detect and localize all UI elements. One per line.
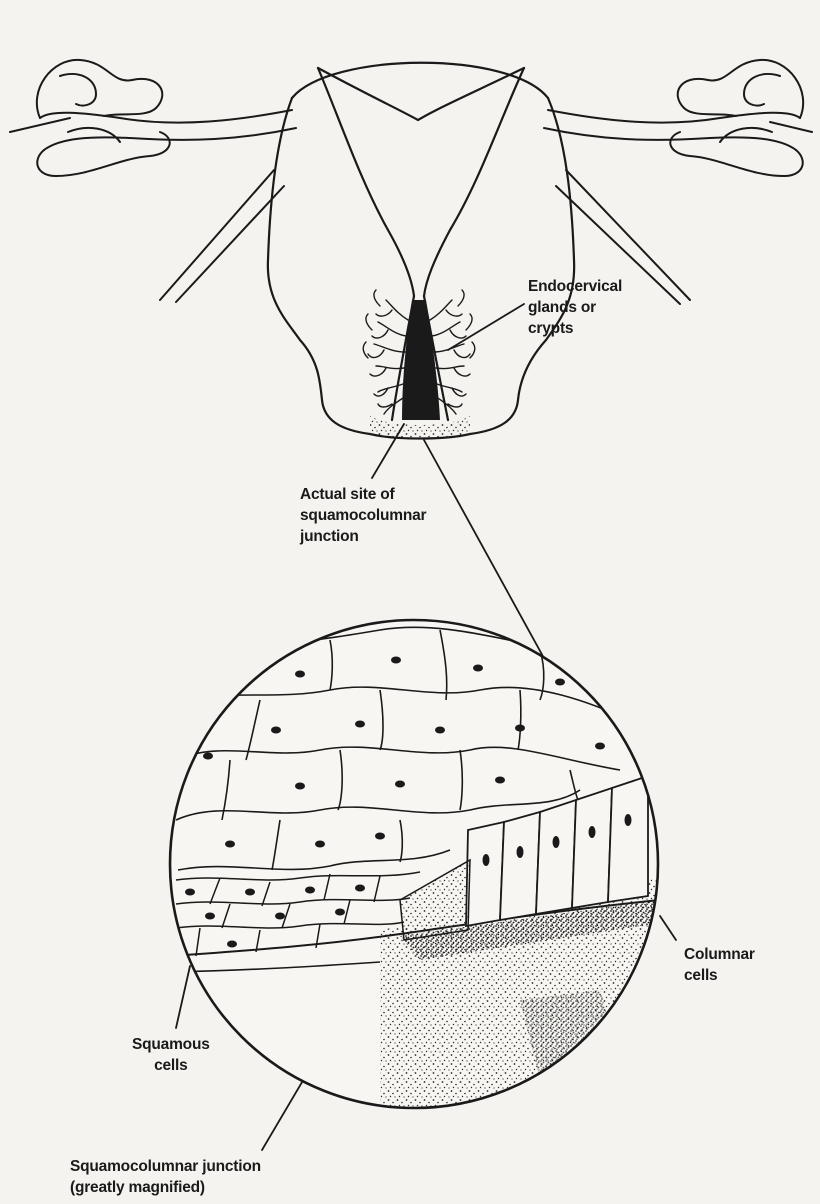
squamous-label-line-1: Squamous [132,1034,210,1055]
squamous-cells-label: Squamous cells [132,1034,210,1076]
endocervical-label-line-2: glands or [528,297,622,318]
columnar-leader [660,916,676,940]
columnar-label-line-2: cells [684,965,755,986]
magnified-view [170,620,700,1120]
squamocolumnar-junction-label: Squamocolumnar junction (greatly magnifi… [70,1156,261,1198]
endocervical-glands-label: Endocervical glands or crypts [528,276,622,339]
actual-site-label-line-1: Actual site of [300,484,426,505]
actual-site-label-line-2: squamocolumnar [300,505,426,526]
squamous-label-line-2: cells [132,1055,210,1076]
actual-site-label: Actual site of squamocolumnar junction [300,484,426,547]
endocervical-label-line-3: crypts [528,318,622,339]
endocervical-canal [402,300,440,420]
right-fallopian-tube [544,60,812,304]
left-fallopian-tube [10,60,296,302]
endocervical-label-line-1: Endocervical [528,276,622,297]
squamous-leader [176,966,190,1028]
junction-label-line-2: (greatly magnified) [70,1177,261,1198]
endocervical-leader [448,304,524,350]
actual-site-label-line-3: junction [300,526,426,547]
columnar-cells-label: Columnar cells [684,944,755,986]
columnar-label-line-1: Columnar [684,944,755,965]
junction-label-line-1: Squamocolumnar junction [70,1156,261,1177]
